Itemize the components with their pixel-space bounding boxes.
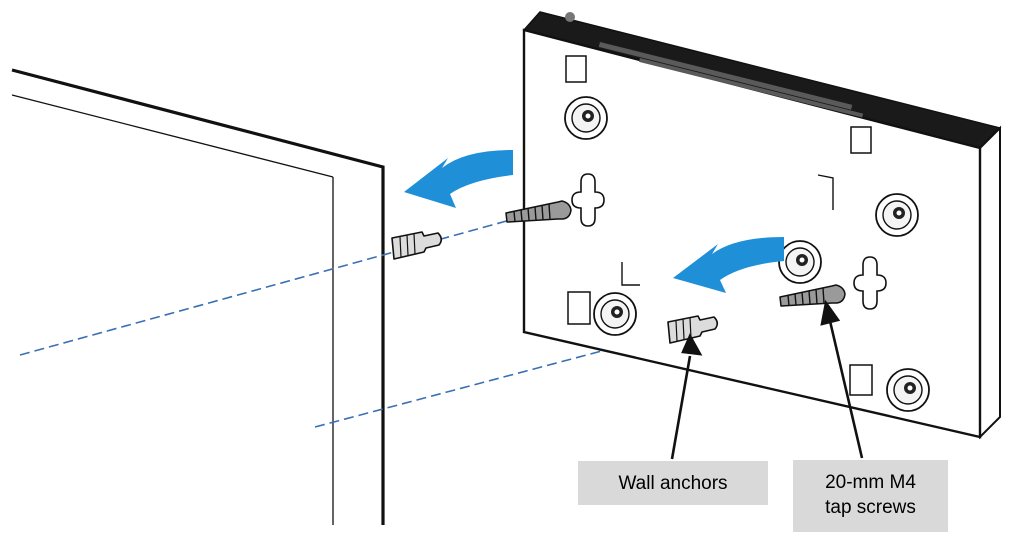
tap-screws-text-line1: 20-mm M4 bbox=[825, 472, 916, 493]
leader-line bbox=[670, 299, 864, 460]
wall bbox=[11, 68, 385, 525]
wall-anchors-text: Wall anchors bbox=[618, 472, 728, 494]
square-pad bbox=[565, 55, 873, 396]
bracket-mark bbox=[621, 174, 834, 286]
tap-screws-label: 20-mm M4 tap screws bbox=[793, 460, 948, 532]
switch-device bbox=[522, 11, 1002, 440]
port-row bbox=[598, 41, 864, 118]
wall-anchors-label: Wall anchors bbox=[578, 461, 768, 505]
tap-screws-text-line2: tap screws bbox=[825, 497, 916, 518]
direction-arrow bbox=[404, 150, 784, 293]
